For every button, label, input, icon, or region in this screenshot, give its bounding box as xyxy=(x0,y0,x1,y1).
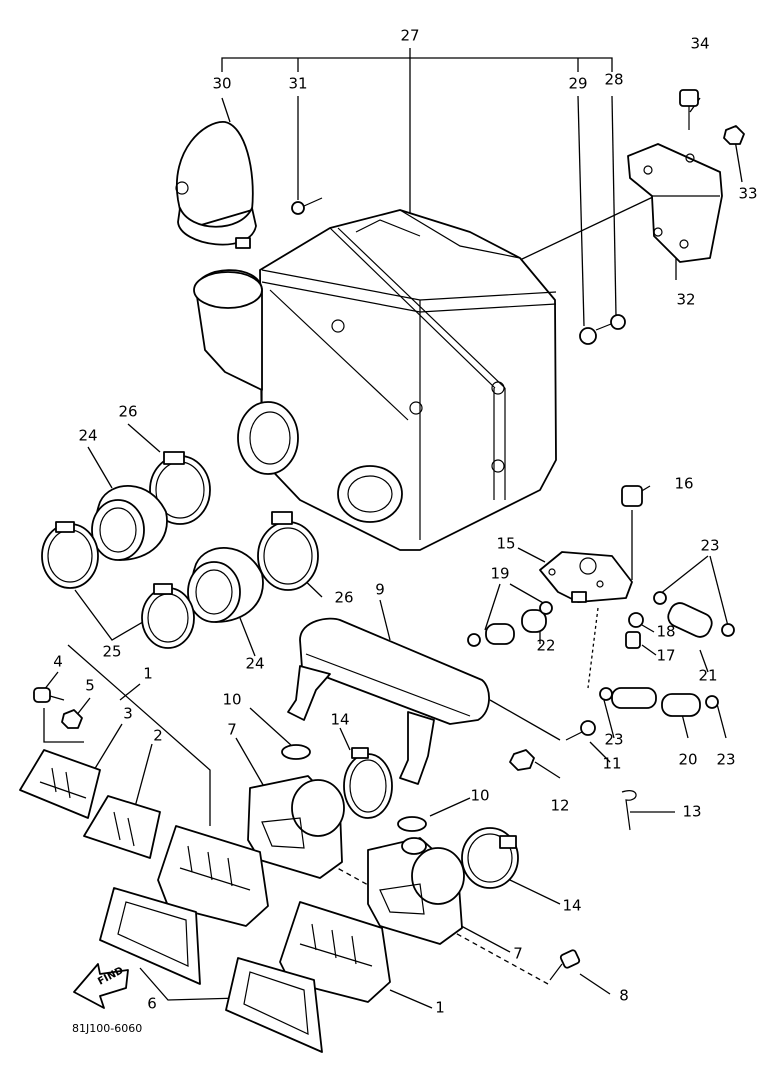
clip-13 xyxy=(621,790,637,831)
callout-23-top: 23 xyxy=(700,537,719,555)
reed-2 xyxy=(83,795,161,859)
callout-27: 27 xyxy=(400,27,419,45)
callout-9: 9 xyxy=(375,581,385,599)
callout-12: 12 xyxy=(550,797,569,815)
screw-28 xyxy=(595,314,626,331)
callout-34: 34 xyxy=(690,35,709,53)
callout-4: 4 xyxy=(53,653,63,671)
callout-19: 19 xyxy=(490,565,509,583)
callout-23-mid: 23 xyxy=(604,731,623,749)
callout-23-right: 23 xyxy=(716,751,735,769)
callout-8: 8 xyxy=(619,987,629,1005)
callout-1-lower: 1 xyxy=(435,999,445,1017)
clamp-14-upper xyxy=(343,747,393,819)
bolt-11 xyxy=(565,720,596,741)
gasket-6-lower xyxy=(225,957,323,1053)
hose-20 xyxy=(599,687,719,717)
joint-24-lower xyxy=(187,547,264,623)
clamp-26-upper xyxy=(149,451,211,525)
nut-33 xyxy=(723,125,745,145)
bolt-34 xyxy=(679,89,699,130)
callout-21: 21 xyxy=(698,667,717,685)
air-box xyxy=(193,209,557,551)
callout-29: 29 xyxy=(568,75,587,93)
callout-20: 20 xyxy=(678,751,697,769)
callout-17: 17 xyxy=(656,647,675,665)
o-ring-10-upper xyxy=(281,744,311,760)
find-arrow-icon: FIND xyxy=(73,963,129,1009)
part-17 xyxy=(625,631,641,649)
callout-15: 15 xyxy=(496,535,515,553)
part-code: 81J100-6060 xyxy=(72,1022,142,1035)
leader-lines xyxy=(43,48,743,1009)
nut-12 xyxy=(509,749,535,771)
callout-6: 6 xyxy=(147,995,157,1013)
callout-24-upper: 24 xyxy=(78,427,97,445)
callout-25: 25 xyxy=(102,643,121,661)
callout-7-lower: 7 xyxy=(513,945,523,963)
part-18 xyxy=(628,612,644,628)
callout-16: 16 xyxy=(674,475,693,493)
gasket-6-upper xyxy=(99,887,201,985)
callout-22: 22 xyxy=(536,637,555,655)
washer-29 xyxy=(579,327,597,345)
hose-22 xyxy=(521,609,547,633)
callout-14-upper: 14 xyxy=(330,711,349,729)
callout-5: 5 xyxy=(85,677,95,695)
callout-7-upper: 7 xyxy=(227,721,237,739)
callout-10-upper: 10 xyxy=(222,691,241,709)
cap-16 xyxy=(621,485,643,507)
callout-14-lower: 14 xyxy=(562,897,581,915)
callout-18: 18 xyxy=(656,623,675,641)
hose-21 xyxy=(653,591,735,638)
callout-13: 13 xyxy=(682,803,701,821)
callout-2: 2 xyxy=(153,727,163,745)
manifold-9 xyxy=(287,617,490,785)
callout-3: 3 xyxy=(123,705,133,723)
hose-19 xyxy=(467,601,553,647)
callout-24-lower: 24 xyxy=(245,655,264,673)
callout-32: 32 xyxy=(676,291,695,309)
callout-10-lower: 10 xyxy=(470,787,489,805)
clamp-14-lower xyxy=(461,827,519,889)
callout-28: 28 xyxy=(604,71,623,89)
callout-1-upper: 1 xyxy=(143,665,153,683)
callout-31: 31 xyxy=(288,75,307,93)
screw-4 xyxy=(33,687,65,703)
callout-26-lower: 26 xyxy=(334,589,353,607)
bracket-32 xyxy=(627,143,723,263)
clamp-25-lower xyxy=(141,583,195,649)
washer-5 xyxy=(61,709,83,729)
carb-joint-7-lower xyxy=(367,837,465,945)
clamp-25-upper xyxy=(41,521,99,589)
screw-31 xyxy=(291,197,323,215)
clamp-26-lower xyxy=(257,511,319,591)
callout-33: 33 xyxy=(738,185,757,203)
reed-3 xyxy=(19,749,101,819)
bolt-8 xyxy=(549,949,581,981)
callout-30: 30 xyxy=(212,75,231,93)
callout-11: 11 xyxy=(602,755,621,773)
callout-numbers: 27 30 31 29 28 34 33 32 26 24 16 15 23 1… xyxy=(53,27,757,1017)
intake-boot xyxy=(175,121,257,249)
callout-26-upper: 26 xyxy=(118,403,137,421)
o-ring-10-lower xyxy=(397,816,427,832)
carburetor-15 xyxy=(539,551,633,603)
carb-joint-7-upper xyxy=(247,775,345,879)
joint-24-upper xyxy=(91,485,168,561)
